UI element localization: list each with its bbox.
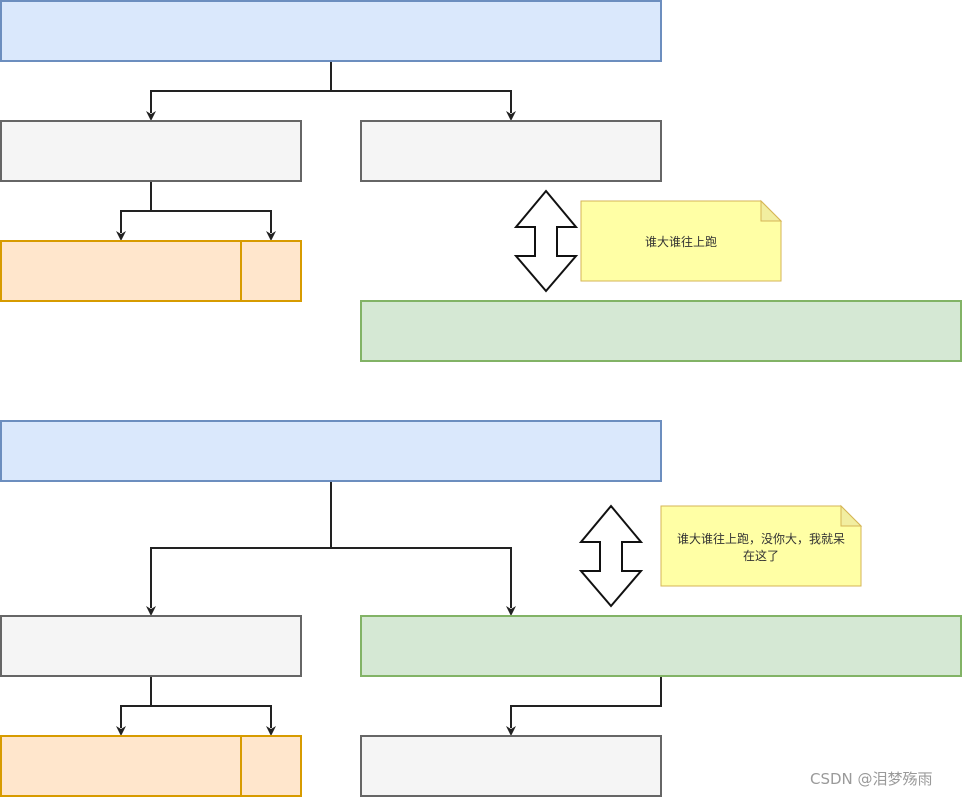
arrowhead xyxy=(146,606,156,616)
connector xyxy=(331,90,512,113)
arrowhead xyxy=(506,111,516,121)
leaf-node-large-bottom[interactable] xyxy=(0,735,242,797)
connector xyxy=(331,547,512,608)
child-node-left-top[interactable] xyxy=(0,120,302,182)
arrowhead xyxy=(266,726,276,736)
child-node-right-top[interactable] xyxy=(360,120,662,182)
connector xyxy=(150,61,332,113)
child-node-left-bottom[interactable] xyxy=(0,615,302,677)
arrowhead xyxy=(506,726,516,736)
watermark: CSDN @泪梦殇雨 xyxy=(810,770,933,788)
swap-arrow-icon xyxy=(578,504,644,608)
note-bottom-text-line2: 在这了 xyxy=(743,548,779,563)
leaf-node-small-bottom[interactable] xyxy=(240,735,302,797)
swap-arrow-icon xyxy=(513,189,579,293)
connector xyxy=(120,181,152,233)
leaf-node-large-top[interactable] xyxy=(0,240,242,302)
arrowhead xyxy=(116,726,126,736)
connector xyxy=(510,676,662,728)
arrowhead xyxy=(116,231,126,241)
connector xyxy=(150,481,332,608)
child-node-right-bottom[interactable] xyxy=(360,735,662,797)
arrowhead xyxy=(266,231,276,241)
note-top-text: 谁大谁往上跑 xyxy=(645,234,717,249)
connector xyxy=(120,676,152,728)
root-node-top[interactable] xyxy=(0,0,662,62)
root-node-bottom[interactable] xyxy=(0,420,662,482)
connector xyxy=(151,705,272,728)
note-bottom: 谁大谁往上跑，没你大，我就呆 在这了 xyxy=(660,504,863,587)
note-bottom-text-line1: 谁大谁往上跑，没你大，我就呆 xyxy=(677,531,845,546)
connector xyxy=(151,210,272,233)
arrowhead xyxy=(146,111,156,121)
new-node-top[interactable] xyxy=(360,300,962,362)
leaf-node-small-top[interactable] xyxy=(240,240,302,302)
arrowhead xyxy=(506,606,516,616)
new-node-bottom[interactable] xyxy=(360,615,962,677)
note-top: 谁大谁往上跑 xyxy=(580,199,783,282)
